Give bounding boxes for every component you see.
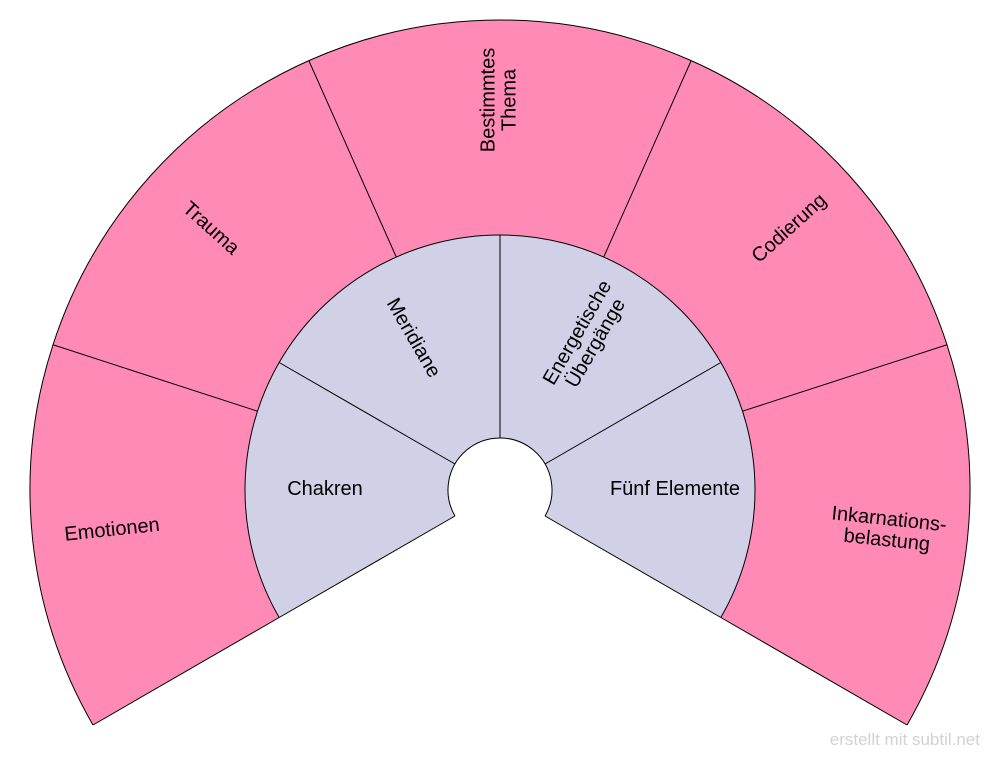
outer-segment-trauma [53,60,397,412]
inner-divider [544,515,722,618]
outer-divider [52,344,258,412]
inner-divider [278,362,456,465]
inner-label-fuenf-elemente: Fünf Elemente [610,478,740,500]
inner-label-line: Fünf Elemente [610,478,740,500]
inner-segment-fuenf-elemente [545,362,756,618]
outer-segment-emotionen [29,344,280,725]
outer-segment-inkarnationsbelastung [720,344,971,725]
inner-arc-meridiane [278,234,501,363]
hub-outline [447,437,553,517]
outer-divider [742,344,948,412]
inner-arc-energetische-uebergaenge [499,234,722,363]
outer-arc-inkarnationsbelastung [906,344,971,726]
inner-label-chakren: Chakren [287,478,363,500]
outer-arc-emotionen [29,344,94,726]
outer-arc-codierung [690,60,948,345]
segment-dividers [52,60,948,726]
inner-segment-meridiane [279,235,500,464]
outer-divider [720,617,908,726]
inner-arc-fuenf-elemente [720,362,756,618]
outer-divider [308,60,397,258]
outer-label-line: Thema [499,68,521,131]
inner-label-line: Chakren [287,478,363,500]
inner-divider [278,515,456,618]
inner-segment-energetische-uebergaenge [500,235,721,464]
inner-ring [244,234,756,618]
outer-ring [29,19,971,726]
outer-arc-bestimmtes-thema [308,19,692,62]
outer-label-line: Bestimmtes [478,48,500,152]
watermark: erstellt mit subtil.net [829,730,980,749]
outer-divider [603,60,692,258]
inner-arc-chakren [244,362,280,618]
outer-segment-codierung [603,60,947,412]
outer-segment-bestimmtes-thema [308,19,692,258]
inner-segment-chakren [244,362,455,618]
inner-divider [544,362,722,465]
outer-divider [92,617,280,726]
outer-arc-trauma [52,60,310,345]
outer-label-bestimmtes-thema: BestimmtesThema [478,48,521,152]
